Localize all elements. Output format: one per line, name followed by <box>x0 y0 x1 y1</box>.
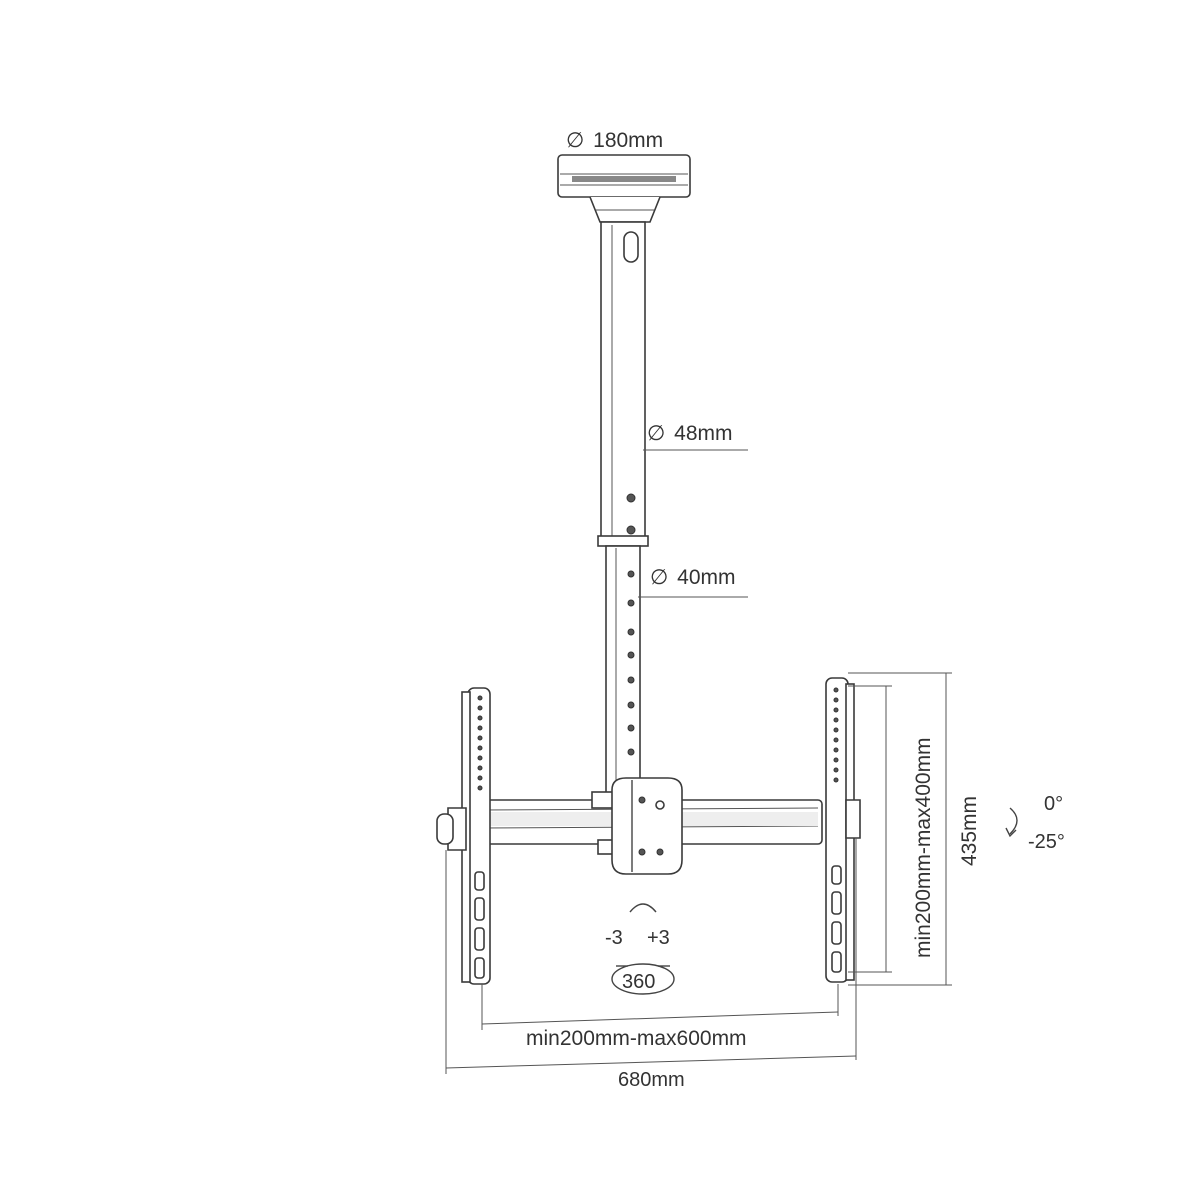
outer-tube-dimension: ∅ 48mm <box>643 422 748 451</box>
svg-text:∅ 48mm: ∅ 48mm <box>647 422 733 445</box>
svg-text:-25°: -25° <box>1028 831 1065 853</box>
svg-text:-3: -3 <box>605 927 623 949</box>
svg-text:∅ 40mm: ∅ 40mm <box>650 566 736 589</box>
tilt-indicator: 0° -25° <box>1005 793 1065 853</box>
svg-text:+3: +3 <box>647 927 670 949</box>
left-bracket <box>436 687 491 985</box>
svg-text:435mm: 435mm <box>958 796 981 866</box>
svg-text:min200mm-max400mm: min200mm-max400mm <box>912 737 935 958</box>
inner-tube-dimension: ∅ 40mm <box>638 566 748 598</box>
overall-width-dimension: 680mm <box>445 838 857 1091</box>
svg-text:360: 360 <box>622 971 655 993</box>
svg-text:min200mm-max600mm: min200mm-max600mm <box>526 1027 747 1050</box>
svg-text:∅ 180mm: ∅ 180mm <box>566 129 663 152</box>
bracket-height-dimension: min200mm-max400mm <box>848 685 935 973</box>
svg-text:0°: 0° <box>1044 793 1063 815</box>
overall-height-dimension: 435mm <box>848 672 981 986</box>
outer-tube <box>597 221 649 547</box>
bracket-spacing-dimension: min200mm-max600mm <box>481 984 839 1050</box>
swivel-indicator: -3 +3 360 <box>605 903 675 995</box>
plate-diameter-label: ∅ 180mm <box>566 129 663 152</box>
right-bracket <box>825 677 861 983</box>
svg-text:680mm: 680mm <box>618 1069 685 1091</box>
center-hub <box>591 777 683 875</box>
inner-tube <box>605 545 641 797</box>
ceiling-plate <box>557 154 691 223</box>
